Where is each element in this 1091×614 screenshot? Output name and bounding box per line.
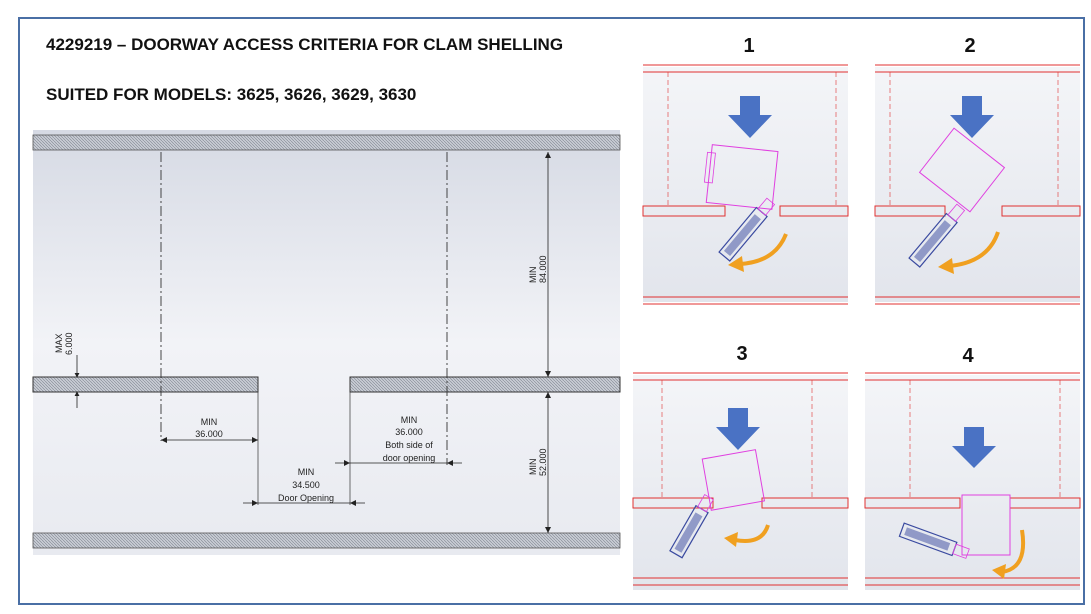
main-plan-view: MAX 6.000 MIN 84.000 MIN 52.000 MIN 36.0… — [32, 130, 621, 555]
right-clearance-qualifier: MIN — [401, 415, 418, 425]
down-arrow-icon — [728, 96, 772, 138]
door-opening-value: 34.500 — [292, 480, 320, 490]
wall-thickness-qualifier: MAX — [54, 333, 64, 353]
door-wall-left — [32, 376, 259, 393]
door-opening-qualifier: MIN — [298, 467, 315, 477]
down-arrow-icon — [950, 96, 994, 138]
chair-icon — [898, 522, 970, 559]
left-clearance-value: 36.000 — [195, 429, 223, 439]
models-line: SUITED FOR MODELS: 3625, 3626, 3629, 363… — [46, 85, 417, 104]
step-panel-2: 2 — [874, 35, 1081, 305]
wall-thickness-value: 6.000 — [64, 332, 74, 355]
rotate-arrow-icon — [734, 524, 770, 543]
door-opening-note: Door Opening — [278, 493, 334, 503]
top-wall — [32, 134, 621, 151]
bottom-height-qualifier: MIN — [528, 459, 538, 476]
right-clearance-note-1: Both side of — [385, 440, 433, 450]
chair-icon — [669, 494, 714, 559]
chair-icon — [718, 197, 776, 262]
right-clearance-note-2: door opening — [383, 453, 436, 463]
step-panel-1: 1 — [642, 35, 849, 305]
top-height-qualifier: MIN — [528, 267, 538, 284]
step-number-3: 3 — [736, 343, 747, 365]
left-clearance-qualifier: MIN — [201, 417, 218, 427]
step-number-1: 1 — [743, 35, 754, 57]
rotate-arrow-icon — [739, 233, 788, 266]
step-panel-4: 4 — [864, 345, 1081, 590]
step-number-2: 2 — [964, 35, 975, 57]
top-height-value: 84.000 — [538, 255, 548, 283]
down-arrow-icon — [952, 427, 996, 468]
bottom-height-value: 52.000 — [538, 448, 548, 476]
door-wall-right — [349, 376, 621, 393]
chair-icon — [908, 203, 966, 268]
document-title: 4229219 – DOORWAY ACCESS CRITERIA FOR CL… — [46, 35, 564, 54]
step-number-4: 4 — [962, 345, 974, 367]
bottom-wall — [32, 532, 621, 549]
step-panel-3: 3 — [632, 343, 849, 590]
rotate-arrow-icon — [1001, 529, 1025, 574]
rotate-arrow-icon — [949, 231, 1000, 268]
right-clearance-value: 36.000 — [395, 427, 423, 437]
down-arrow-icon — [716, 408, 760, 450]
